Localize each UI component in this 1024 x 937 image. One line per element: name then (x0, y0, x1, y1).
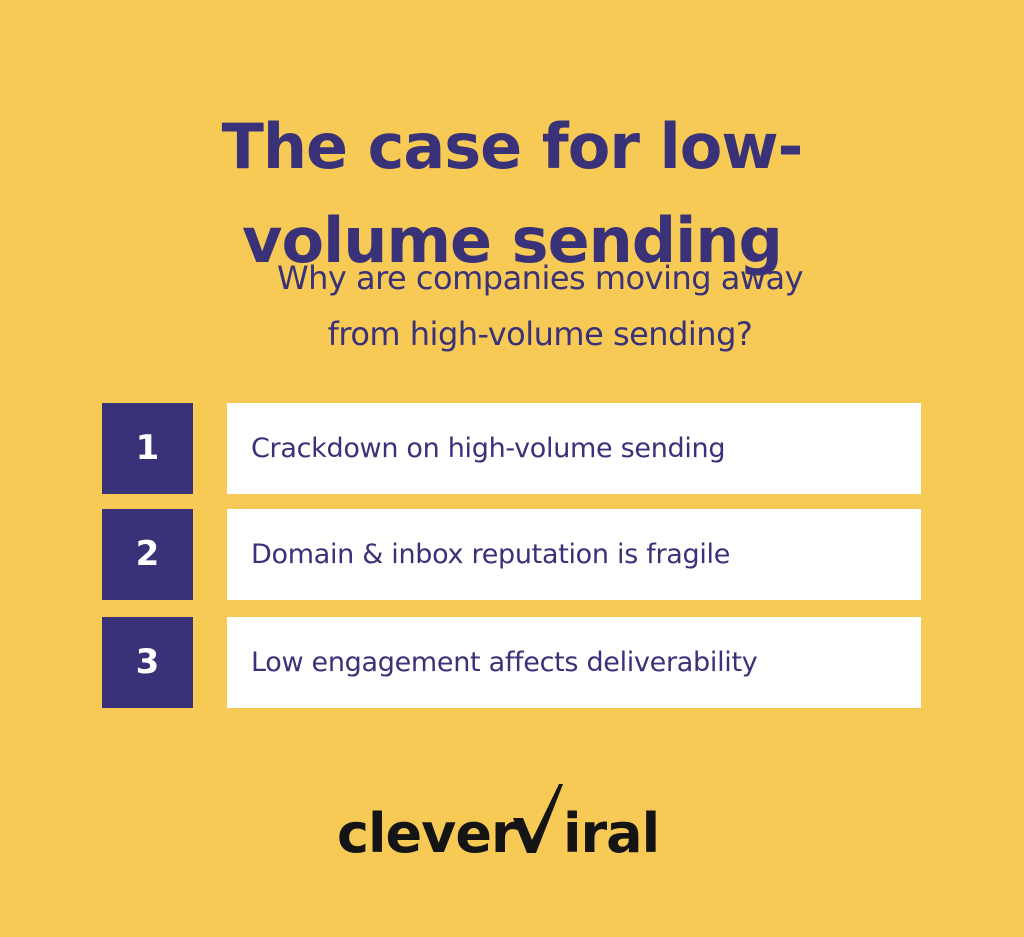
page-title: The case for low- volume sending (0, 100, 1024, 288)
logo-text-iral: iral (563, 802, 659, 860)
subtitle-line-2: from high-volume sending? (327, 315, 753, 353)
title-line-1: The case for low- (221, 109, 804, 183)
list-item: 1 Crackdown on high-volume sending (102, 403, 922, 494)
item-number-badge: 2 (102, 509, 193, 600)
subtitle: Why are companies moving away from high-… (0, 250, 1024, 362)
brand-logo: clever iral (0, 780, 1024, 860)
subtitle-line-1: Why are companies moving away (276, 259, 804, 297)
item-text: Low engagement affects deliverability (227, 617, 921, 708)
list-item: 2 Domain & inbox reputation is fragile (102, 509, 922, 600)
item-number-badge: 1 (102, 403, 193, 494)
checkmark-v-icon (513, 784, 563, 853)
item-text: Crackdown on high-volume sending (227, 403, 921, 494)
logo-text-clever: clever (337, 802, 518, 860)
cleverviral-logo-icon: clever iral (337, 784, 660, 860)
list-item: 3 Low engagement affects deliverability (102, 617, 922, 708)
title-line-2: volume sending (242, 203, 783, 277)
item-number-badge: 3 (102, 617, 193, 708)
item-text: Domain & inbox reputation is fragile (227, 509, 921, 600)
